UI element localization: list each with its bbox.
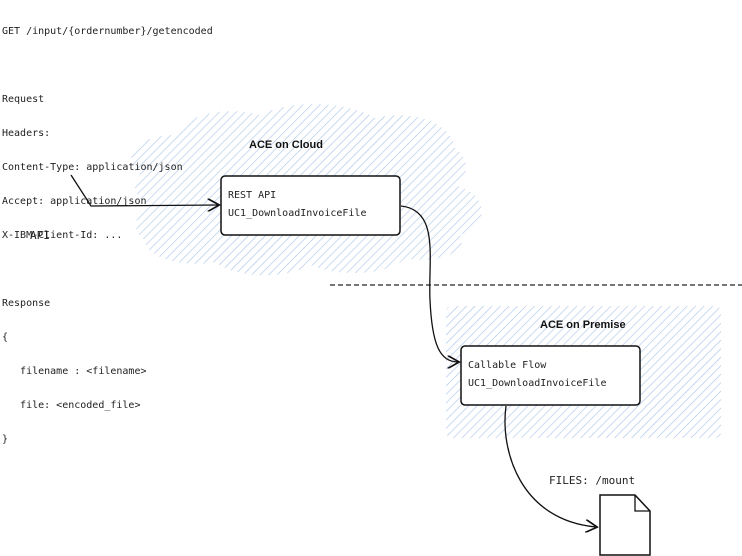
response-close-brace: }	[2, 434, 9, 445]
rest-api-subtitle: UC1_DownloadInvoiceFile	[228, 208, 367, 219]
files-label: FILES: /mount	[549, 474, 636, 487]
callable-flow-box[interactable]	[460, 345, 641, 406]
premise-title: ACE on Premise	[540, 319, 626, 331]
callable-flow-subtitle: UC1_DownloadInvoiceFile	[468, 378, 607, 389]
premise-to-files-arrow	[504, 405, 596, 527]
header-line: X-IBM-Client-Id: ...	[2, 230, 123, 241]
request-spec: GET /input/{ordernumber}/getencoded ​ Re…	[2, 4, 213, 457]
headers-label: Headers:	[2, 128, 51, 139]
header-line: Accept: application/json	[2, 196, 147, 207]
cloud-to-premise-arrow	[400, 205, 458, 362]
cloud-title: ACE on Cloud	[249, 139, 323, 151]
header-line: Content-Type: application/json	[2, 162, 183, 173]
rest-api-box[interactable]	[220, 175, 401, 236]
file-icon	[599, 494, 651, 556]
api-label: API	[30, 229, 50, 242]
api-entry-arrow	[70, 174, 218, 206]
response-field: filename : <filename>	[2, 366, 147, 377]
endpoint-text: GET /input/{ordernumber}/getencoded	[2, 26, 213, 37]
response-open-brace: {	[2, 332, 9, 343]
callable-flow-title: Callable Flow	[468, 360, 547, 371]
response-label: Response	[2, 298, 51, 309]
rest-api-title: REST API	[228, 190, 277, 201]
response-field: file: <encoded_file>	[2, 400, 141, 411]
request-label: Request	[2, 94, 45, 105]
